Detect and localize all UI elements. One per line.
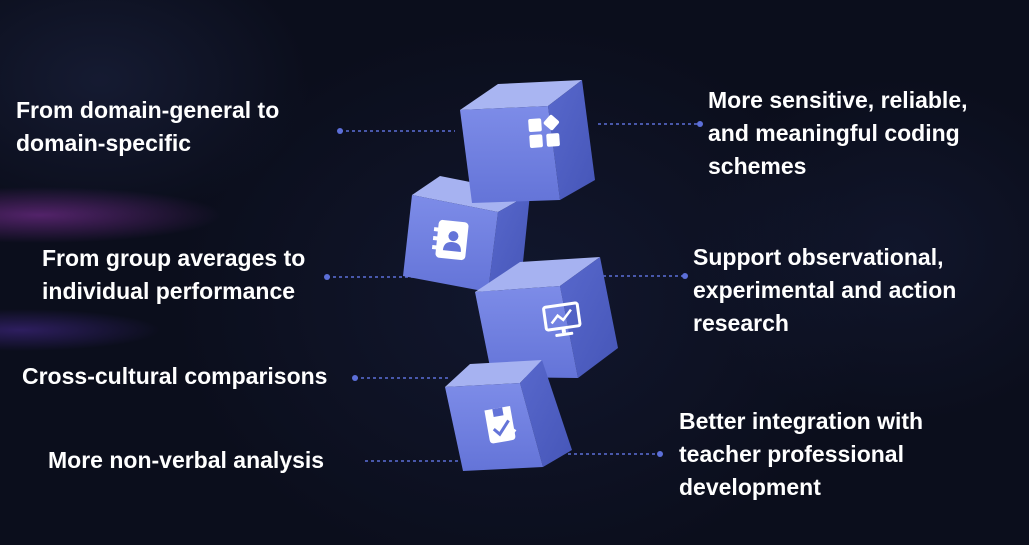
contact-card-icon bbox=[431, 219, 469, 261]
cube-side bbox=[548, 80, 595, 200]
connector-dot bbox=[352, 375, 358, 381]
cube-3 bbox=[475, 257, 618, 378]
item-individual-performance: From group averages to individual perfor… bbox=[42, 245, 306, 304]
connector-dot bbox=[324, 274, 330, 280]
cube-top bbox=[475, 257, 600, 292]
cube-side bbox=[560, 257, 618, 378]
item-research: Support observational, experimental and … bbox=[693, 244, 957, 336]
cube-front bbox=[460, 106, 560, 203]
cube-4 bbox=[445, 360, 572, 471]
monitor-chart-icon bbox=[542, 301, 582, 337]
connector-dot bbox=[337, 128, 343, 134]
cube-front bbox=[475, 286, 578, 378]
cube-top bbox=[460, 80, 582, 110]
cube-top bbox=[445, 360, 542, 387]
item-domain-specific: From domain-general to domain-specific bbox=[16, 97, 280, 156]
item-teacher-development: Better integration with teacher professi… bbox=[679, 408, 924, 500]
item-coding-schemes: More sensitive, reliable, and meaningful… bbox=[708, 87, 968, 179]
connector-dot bbox=[682, 273, 688, 279]
cube-1 bbox=[460, 80, 595, 203]
cube-side bbox=[520, 360, 572, 467]
widgets-icon bbox=[528, 114, 560, 148]
checklist-icon bbox=[484, 405, 517, 444]
item-non-verbal: More non-verbal analysis bbox=[48, 447, 325, 473]
item-cross-cultural: Cross-cultural comparisons bbox=[22, 363, 328, 389]
connector-dot bbox=[657, 451, 663, 457]
connector-dot bbox=[697, 121, 703, 127]
